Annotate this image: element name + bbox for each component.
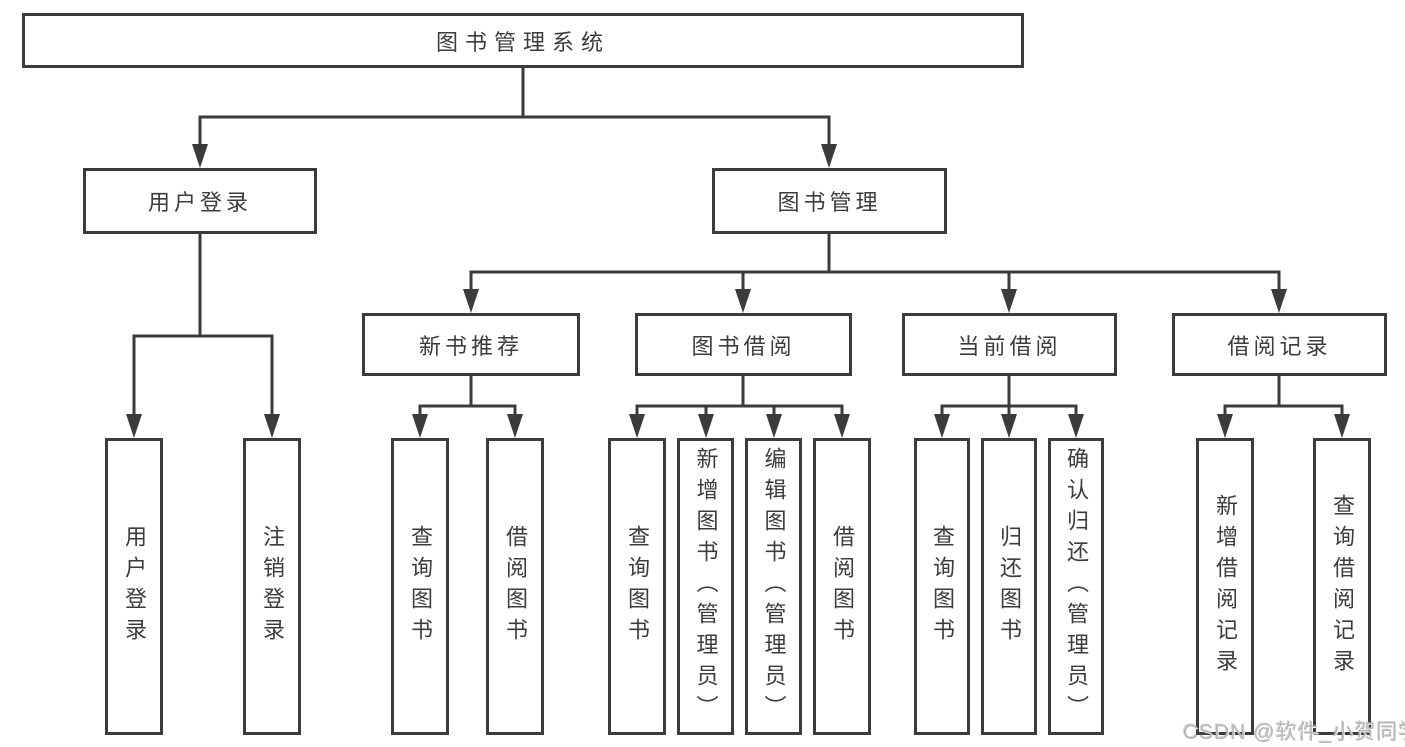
- node-book-management: 图书管理: [712, 168, 947, 234]
- leaf-edit-books-admin: 编辑图书（管理员）: [745, 438, 802, 735]
- watermark: CSDN @软件_小贺同学: [1183, 721, 1405, 744]
- node-user-login: 用户登录: [83, 168, 317, 234]
- node-book-borrowing: 图书借阅: [635, 313, 852, 376]
- leaf-user-login: 用户登录: [105, 438, 163, 735]
- node-root: 图书管理系统: [22, 13, 1024, 68]
- leaf-borrow-books-recommend: 借阅图书: [486, 438, 544, 735]
- leaf-add-borrow-record: 新增借阅记录: [1196, 438, 1254, 735]
- leaf-logout: 注销登录: [243, 438, 301, 735]
- node-current-borrowing: 当前借阅: [902, 313, 1117, 376]
- node-borrowing-records: 借阅记录: [1172, 313, 1387, 376]
- leaf-add-books-admin: 新增图书（管理员）: [677, 438, 734, 735]
- leaf-query-borrow-record: 查询借阅记录: [1313, 438, 1371, 735]
- leaf-query-books-recommend: 查询图书: [391, 438, 449, 735]
- leaf-confirm-return-admin: 确认归还（管理员）: [1048, 438, 1104, 735]
- leaf-return-books: 归还图书: [981, 438, 1037, 735]
- leaf-borrow-books-borrowing: 借阅图书: [813, 438, 871, 735]
- node-new-book-recommendation: 新书推荐: [362, 313, 580, 376]
- leaf-query-books-borrowing: 查询图书: [608, 438, 666, 735]
- leaf-query-books-current: 查询图书: [914, 438, 970, 735]
